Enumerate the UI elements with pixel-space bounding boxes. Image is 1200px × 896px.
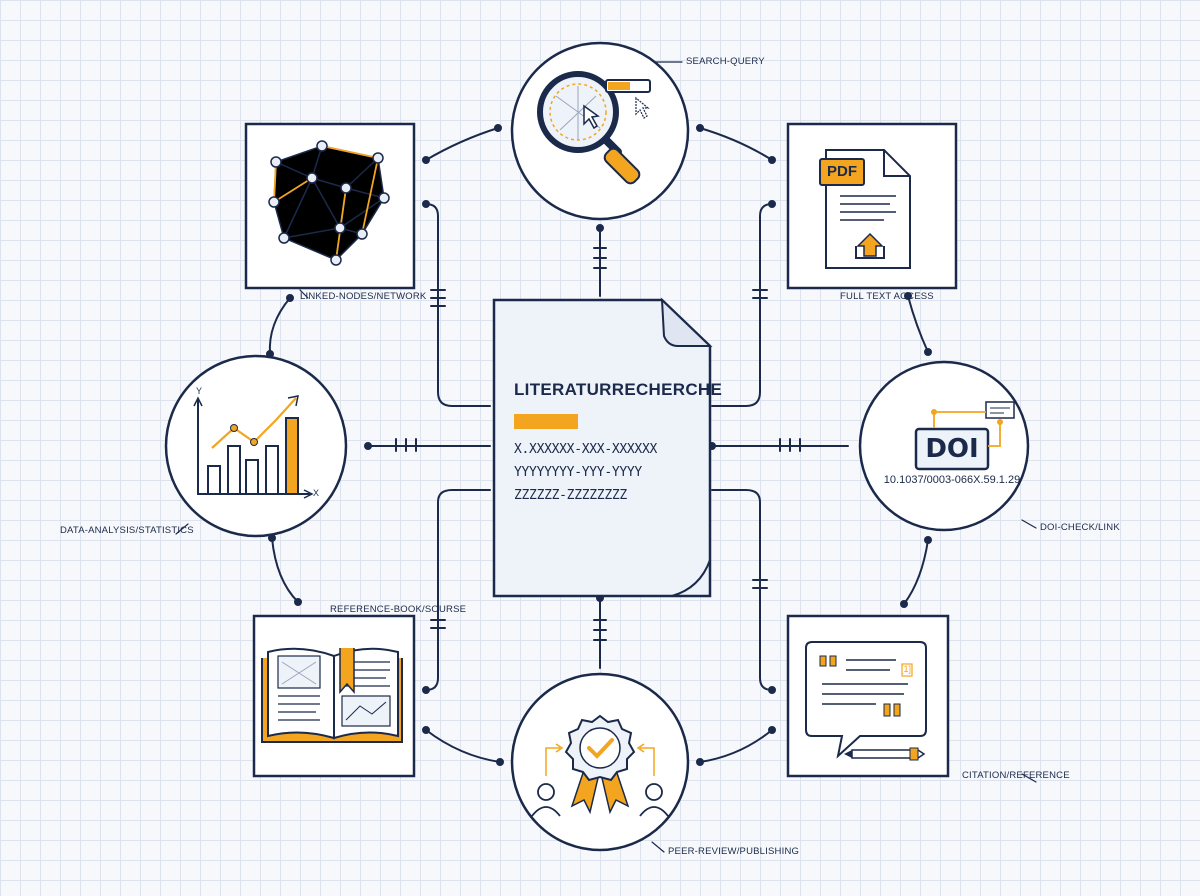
axis-x-label: X [313,488,320,498]
label-doi: DOI-CHECK/LINK [1040,522,1120,533]
center-title: LITERATURRECHERCHE [514,380,723,399]
pdf-download-icon [786,122,958,290]
doi-badge: DOI [925,434,979,464]
central-document [492,297,713,598]
bar-chart-icon [164,354,348,538]
center-line-3: ZZZZZZ-ZZZZZZZZ [514,488,627,503]
center-line-2: YYYYYYYY-YYY-YYYY [514,465,642,480]
connector-center-analysis [364,438,491,452]
center-line-1: X.XXXXXX-XXX-XXXXXX [514,442,658,457]
award-badge-icon [510,672,690,852]
axis-y-label: Y [196,386,203,396]
doi-link-icon [858,360,1030,532]
label-reference: REFERENCE-BOOK/SOURSE [330,604,467,615]
quote-bubble-icon [786,614,950,778]
connector-center-fulltext [711,200,776,407]
citation-marker: [1] [901,664,912,674]
connector-center-peer [593,594,607,669]
network-graph-icon [244,122,416,290]
pdf-badge: PDF [827,163,857,180]
center-accent-bar [514,414,578,429]
connector-outer-ring [266,124,932,766]
open-book-icon [252,614,416,778]
magnifier-search-icon [510,41,690,221]
connector-center-search [593,224,607,297]
connector-center-citation [711,489,776,694]
label-fulltext: FULL TEXT ACCESS [840,291,934,302]
connector-center-network [422,200,491,407]
label-citation: CITATION/REFERENCE [962,770,1070,781]
doi-number: 10.1037/0003-066X.59.1.29 [883,474,1021,486]
connector-center-reference [422,489,491,694]
label-analysis: DATA-ANALYSIS/STATISTICS [60,525,194,536]
connector-center-doi [708,438,849,452]
label-network: LINKED-NODES/NETWORK [300,291,427,302]
label-search: SEARCH-QUERY [686,56,765,67]
label-peer: PEER-REVIEW/PUBLISHING [668,846,800,857]
